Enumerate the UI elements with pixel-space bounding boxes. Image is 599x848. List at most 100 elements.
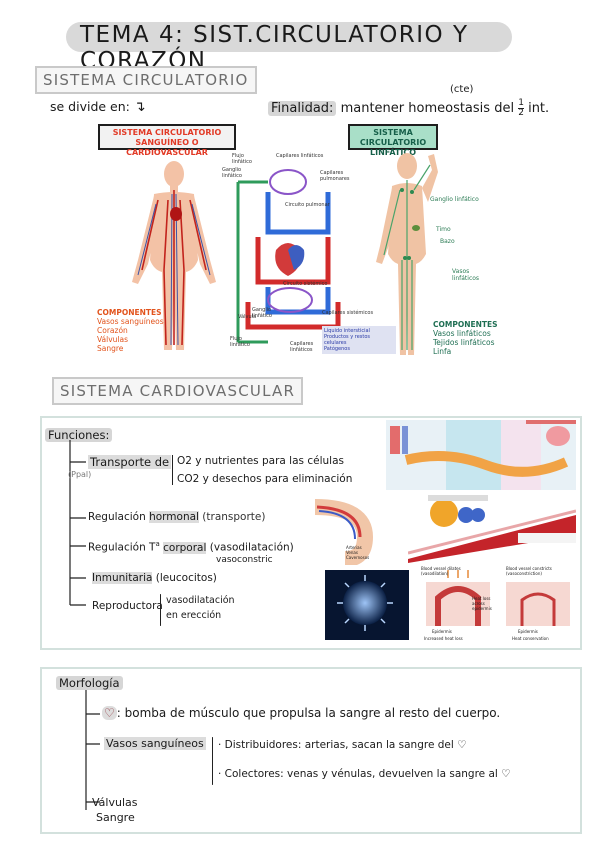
page-title: TEMA 4: SIST.CIRCULATORIO Y CORAZÓN — [80, 22, 469, 74]
reproductora-note2: en erección — [166, 610, 222, 621]
box-linfatico: SISTEMA CIRCULATORIO LINFÁTICO — [348, 124, 438, 157]
legend-1: Líquido intersticial — [324, 328, 370, 334]
fraction-den: 2 — [518, 108, 524, 118]
circuit-diagram — [236, 169, 341, 344]
divide-note: se divide en: ↴ — [50, 99, 146, 115]
linf-label-ganglio: Ganglio linfático — [430, 196, 479, 203]
box-sanguineo-line2: SANGUÍNEO O CARDIOVASCULAR — [126, 138, 208, 157]
epidermis-2: Epidermis — [518, 629, 538, 634]
ganglio-linfatico-2: Ganglio linfático — [252, 307, 272, 319]
morfologia-frame — [40, 667, 582, 834]
vasos-label: Vasos sanguíneos — [104, 737, 206, 750]
legend-2: Productos y restos celulares — [324, 334, 371, 346]
regulacion-temp: Regulación Ta corporal (vasodilatación) — [88, 540, 294, 554]
epidermis-1: Epidermis — [432, 629, 452, 634]
transporte-label: Transporte de — [88, 455, 172, 469]
finalidad-text: mantener homeostasis del — [340, 101, 515, 116]
reg-hormonal-c: (transporte) — [202, 511, 266, 523]
inmunitaria-note: (leucocitos) — [155, 572, 217, 584]
valvula-label: Válvula — [238, 314, 257, 320]
capilares-linfaticos-bottom: Capilares linfáticos — [290, 341, 314, 353]
inmunitaria: Inmunitaria (leucocitos) — [92, 572, 217, 584]
reg-temp-c2: vasoconstric — [216, 555, 273, 565]
colectores-text: · Colectores: venas y vénulas, devuelven… — [218, 768, 498, 780]
comp-linf-item: Vasos linfáticos — [433, 329, 491, 338]
section-heading-circulatorio: SISTEMA CIRCULATORIO — [35, 66, 257, 94]
corazon-line: ♡: bomba de músculo que propulsa la sang… — [102, 706, 500, 720]
reproductora-note1: vasodilatación — [166, 595, 235, 606]
reproductora: Reproductora — [92, 600, 163, 612]
valvulas-label: Válvulas — [92, 796, 138, 809]
componentes-sang-title: COMPONENTES — [97, 308, 162, 317]
ganglio-linfatico-1: Ganglio linfático — [222, 167, 242, 179]
comp-sang-item: Corazón — [97, 326, 128, 335]
transporte-bracket — [172, 455, 173, 485]
transporte-2: CO2 y desechos para eliminación — [177, 473, 353, 485]
reg-temp-b: corporal — [163, 541, 207, 554]
vasodilation-image — [418, 568, 578, 640]
diagram-legend: Líquido intersticial Productos y restos … — [322, 326, 396, 354]
penis-vascular-image — [305, 497, 397, 565]
penis-legend-item: Cavernosos — [346, 555, 370, 560]
componentes-sanguineo: COMPONENTES Vasos sanguíneos Corazón Vál… — [97, 308, 164, 353]
finalidad-label: Finalidad: — [268, 101, 337, 116]
funciones-tree-lines — [69, 440, 86, 606]
heart-icon: ♡ — [501, 768, 511, 780]
circuito-sistemico: Circuito sistémico — [283, 281, 328, 287]
receptor-vessel-image — [408, 495, 576, 563]
reproductora-bracket — [160, 594, 161, 626]
vessel-dilate-label: Blood vessel dilates (vasodilation) — [421, 566, 461, 576]
componentes-linfatico: COMPONENTES Vasos linfáticos Tejidos lin… — [433, 320, 498, 356]
ppal-note: (Ppal) — [68, 470, 92, 479]
comp-linf-item: Tejidos linfáticos — [433, 338, 495, 347]
finalidad-line: Finalidad: mantener homeostasis del 1 2 … — [268, 99, 549, 118]
legend-3: Patógenos — [324, 346, 350, 352]
transporte-text: Transporte de — [88, 455, 172, 469]
flujo-linfatico-2: Flujo linfático — [230, 336, 250, 348]
regulacion-hormonal: Regulación hormonal (transporte) — [88, 511, 265, 523]
fraction: 1 2 — [518, 99, 524, 118]
hormone-transport-image — [386, 420, 576, 490]
transporte-1: O2 y nutrientes para las células — [177, 455, 344, 467]
box-linfatico-line2: LINFÁTICO — [370, 148, 416, 157]
comp-sang-item: Sangre — [97, 344, 124, 353]
vasos-bracket — [212, 737, 213, 785]
arrow-down-icon: ↴ — [133, 99, 146, 115]
increased-heat-loss: Increased heat loss — [424, 636, 463, 641]
box-sanguineo: SISTEMA CIRCULATORIO SANGUÍNEO O CARDIOV… — [98, 124, 236, 157]
sangre-label: Sangre — [96, 811, 135, 824]
cte-note: (cte) — [450, 84, 474, 95]
heart-icon: ♡ — [457, 739, 467, 751]
componentes-linf-title: COMPONENTES — [433, 320, 498, 329]
linf-label-vasos: Vasos linfáticos — [452, 268, 480, 282]
penis-legend: Arterias Venas Cavernosos — [346, 545, 369, 560]
flujo-linfatico-1: Flujo linfático — [232, 153, 252, 165]
box-linfatico-line1: SISTEMA CIRCULATORIO — [359, 128, 427, 147]
cardiovascular-body-illustration — [132, 161, 216, 350]
distribuidores-text: · Distribuidores: arterias, sacan la san… — [218, 739, 454, 751]
vessel-constrict-label: Blood vessel constricts (vasoconstrictio… — [506, 566, 552, 576]
comp-sang-item: Válvulas — [97, 335, 129, 344]
heat-conservation: Heat conservation — [512, 636, 549, 641]
virus-image — [325, 570, 409, 640]
reg-hormonal-a: Regulación — [88, 511, 146, 523]
penis-legend-item: Arterias — [346, 545, 362, 550]
capilares-pulmonares: Capilares pulmonares — [320, 170, 350, 182]
distribuidores: · Distribuidores: arterias, sacan la san… — [218, 739, 467, 751]
lymphatic-body-illustration — [376, 153, 438, 355]
penis-legend-item: Venas — [346, 550, 358, 555]
morfologia-tree-lines — [85, 690, 100, 810]
morfologia-label: Morfología — [56, 676, 123, 690]
heat-loss-label: Heat loss across epidermis — [472, 596, 492, 611]
comp-sang-item: Vasos sanguíneos — [97, 317, 164, 326]
inmunitaria-text: Inmunitaria — [92, 572, 153, 584]
section-heading-cardiovascular: SISTEMA CARDIOVASCULAR — [52, 377, 304, 405]
funciones-label: Funciones: — [45, 428, 113, 442]
capilares-linfaticos-top: Capilares linfáticos — [276, 153, 324, 159]
box-sanguineo-line1: SISTEMA CIRCULATORIO — [112, 128, 222, 137]
linf-label-timo: Timo — [436, 226, 451, 233]
divide-note-text: se divide en: — [50, 99, 130, 114]
finalidad-end: int. — [528, 101, 550, 116]
capilares-sistemicos: Capilares sistémicos — [322, 310, 374, 316]
comp-linf-item: Linfa — [433, 347, 452, 356]
